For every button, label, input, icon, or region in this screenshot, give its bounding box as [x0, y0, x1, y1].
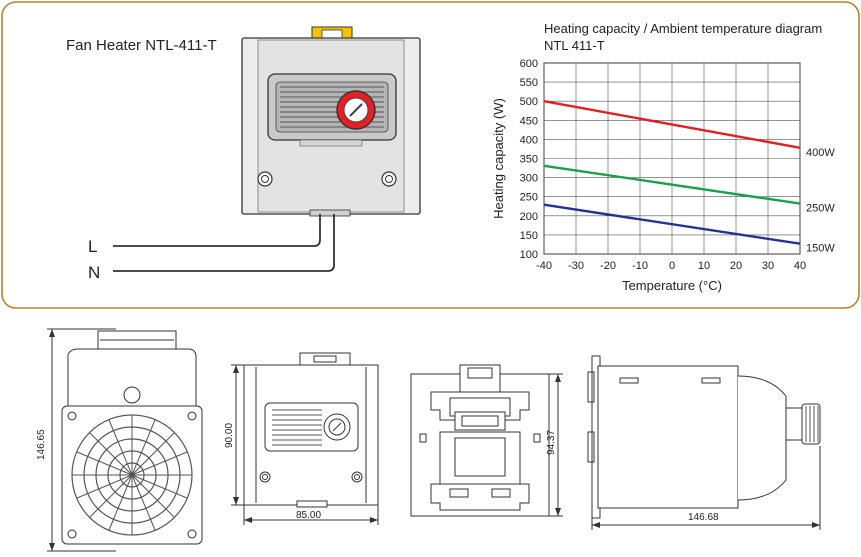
dim-height-back: 94.37	[546, 430, 557, 455]
heater-device	[241, 26, 421, 217]
y-axis-label: Heating capacity (W)	[491, 98, 506, 219]
series-label: 150W	[806, 243, 835, 255]
wiring	[113, 214, 335, 272]
dim-length-side: 146.68	[688, 512, 719, 523]
series-label: 250W	[806, 203, 835, 215]
y-tick-label: 250	[520, 192, 538, 204]
wire-line	[113, 214, 321, 247]
x-tick-label: 30	[762, 260, 774, 272]
chart-title: Heating capacity / Ambient temperature d…	[544, 21, 822, 36]
y-tick-label: 350	[520, 154, 538, 166]
x-tick-label: -20	[600, 260, 616, 272]
series-line-150W	[543, 203, 801, 245]
series-line-400W	[543, 100, 801, 149]
wire-neutral	[113, 214, 335, 272]
x-tick-label: 20	[730, 260, 742, 272]
y-tick-label: 100	[520, 249, 538, 261]
y-tick-label: 150	[520, 230, 538, 242]
side-view-drawing	[587, 355, 821, 530]
x-tick-label: -40	[536, 260, 552, 272]
dim-height-front: 146.65	[36, 429, 47, 460]
product-title: Fan Heater NTL-411-T	[66, 37, 217, 54]
wire-label-n: N	[88, 263, 100, 282]
mounting-screw-right	[381, 171, 397, 187]
dim-width-panel: 85.00	[296, 510, 321, 521]
back-view-drawing	[410, 364, 563, 517]
dim-height-panel: 90.00	[224, 423, 235, 448]
y-tick-label: 500	[520, 96, 538, 108]
chart-subtitle: NTL 411-T	[544, 38, 605, 53]
y-tick-label: 450	[520, 115, 538, 127]
series-label: 400W	[806, 147, 835, 159]
x-tick-label: 40	[794, 260, 806, 272]
y-tick-label: 550	[520, 77, 538, 89]
y-tick-label: 200	[520, 211, 538, 223]
x-tick-label: 10	[698, 260, 710, 272]
thermostat-knob[interactable]	[336, 90, 376, 130]
y-tick-label: 400	[520, 134, 538, 146]
panel-view-drawing	[231, 352, 379, 525]
x-axis-label: Temperature (°C)	[622, 278, 722, 293]
capacity-chart: -40 -30 -20 -10 0 10 20 30 40 100 150 200 250 300 350 4…	[491, 58, 835, 293]
mounting-screw-left	[257, 171, 273, 187]
y-tick-label: 600	[520, 58, 538, 70]
series-line-250W	[543, 164, 801, 205]
y-tick-label: 300	[520, 173, 538, 185]
x-tick-label: -30	[568, 260, 584, 272]
wire-label-l: L	[88, 237, 97, 256]
x-tick-label: -10	[632, 260, 648, 272]
front-view-drawing	[47, 328, 203, 552]
x-tick-label: 0	[669, 260, 675, 272]
